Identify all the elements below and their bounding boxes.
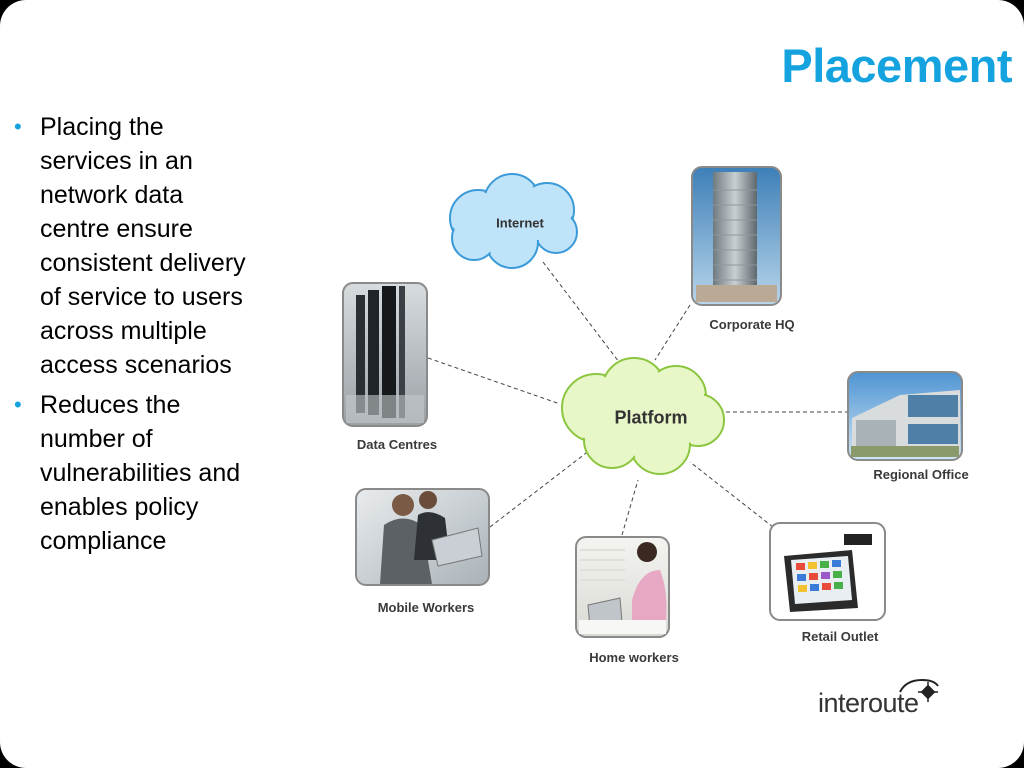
internet-cloud bbox=[449, 173, 578, 269]
platform-label: Platform bbox=[614, 407, 688, 428]
line-internet bbox=[542, 261, 620, 363]
platform-cloud bbox=[561, 357, 725, 475]
interoute-logo: interoute bbox=[818, 674, 948, 724]
home-workers-photo bbox=[575, 536, 670, 638]
bullet-item: • Placing the services in an network data… bbox=[14, 110, 259, 382]
retail-outlet-label: Retail Outlet bbox=[801, 629, 879, 644]
data-centres-photo bbox=[342, 282, 428, 427]
line-mobile-workers bbox=[489, 449, 591, 528]
line-corporate-hq bbox=[654, 304, 691, 361]
bullet-icon: • bbox=[14, 392, 22, 417]
bullet-text: Placing the services in an network data … bbox=[40, 113, 246, 379]
line-home-workers bbox=[621, 479, 639, 536]
line-retail-outlet bbox=[689, 461, 774, 528]
home-workers-label: Home workers bbox=[589, 650, 679, 665]
bullet-item: • Reduces the number of vulnerabilities a… bbox=[14, 388, 259, 558]
retail-outlet-photo bbox=[769, 522, 886, 621]
logo-text: interoute bbox=[818, 688, 919, 718]
bullet-icon: • bbox=[14, 114, 22, 139]
internet-label: Internet bbox=[496, 215, 544, 231]
regional-office-label: Regional Office bbox=[873, 467, 969, 482]
data-centres-label: Data Centres bbox=[356, 437, 438, 452]
bullet-list: • Placing the services in an network data… bbox=[14, 110, 259, 564]
regional-office-photo bbox=[847, 371, 963, 461]
bullet-text: Reduces the number of vulnerabilities an… bbox=[40, 391, 241, 555]
mobile-workers-photo bbox=[355, 488, 490, 586]
connector-lines bbox=[427, 261, 848, 536]
interoute-logo-mark bbox=[899, 678, 939, 702]
corporate-hq-photo bbox=[691, 166, 782, 306]
corporate-hq-label: Corporate HQ bbox=[709, 317, 795, 332]
slide-title: Placement bbox=[781, 39, 1012, 92]
mobile-workers-label: Mobile Workers bbox=[377, 600, 475, 615]
line-data-centres bbox=[427, 357, 561, 405]
